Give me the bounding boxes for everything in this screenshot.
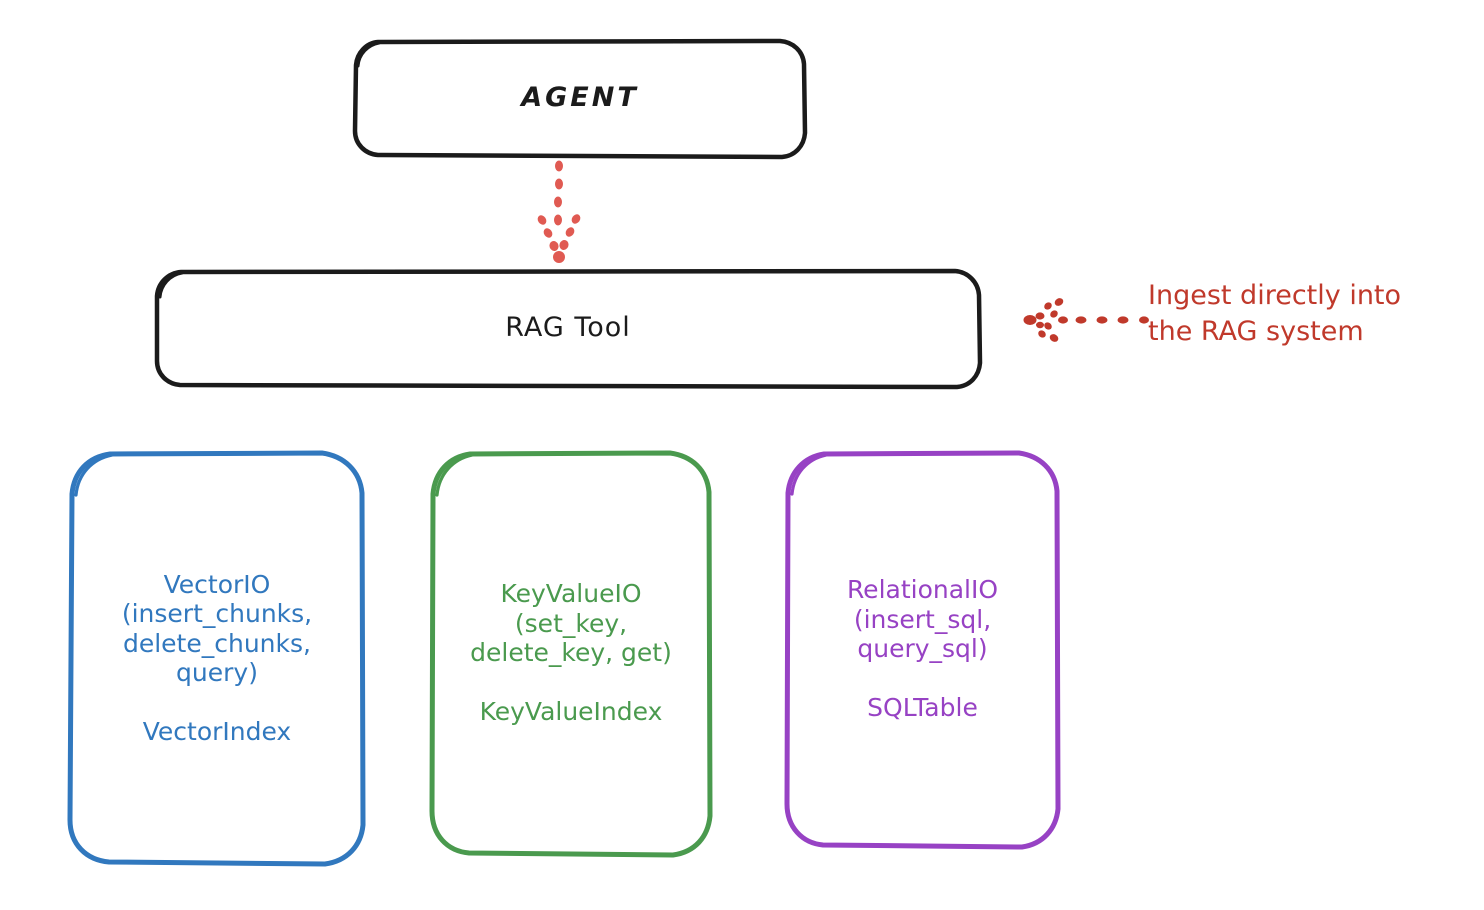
rag-tool-label: RAG Tool bbox=[505, 312, 631, 344]
agent-box-outline bbox=[352, 38, 808, 160]
vector-io-label: VectorIO (insert_chunks, delete_chunks, … bbox=[121, 569, 313, 747]
node-key-value-io[interactable]: KeyValueIO (set_key, delete_key, get) Ke… bbox=[428, 448, 714, 858]
key-value-io-box-outline bbox=[429, 450, 713, 858]
connector-agent-to-rag-tool bbox=[537, 160, 581, 263]
relational-io-label: RelationalIO (insert_sql, query_sql) SQL… bbox=[846, 575, 999, 723]
node-relational-io[interactable]: RelationalIO (insert_sql, query_sql) SQL… bbox=[783, 448, 1062, 850]
relational-io-box-outline bbox=[784, 450, 1061, 850]
node-rag-tool[interactable]: RAG Tool bbox=[153, 268, 983, 390]
annotation-ingest-note: Ingest directly into the RAG system bbox=[1148, 280, 1402, 347]
connector-ingest-arrow bbox=[1023, 298, 1149, 342]
node-agent[interactable]: AGENT bbox=[352, 38, 808, 160]
key-value-io-label: KeyValueIO (set_key, delete_key, get) Ke… bbox=[470, 579, 672, 727]
vector-io-box-outline bbox=[67, 450, 366, 867]
rag-tool-box-outline bbox=[154, 268, 983, 390]
agent-label: AGENT bbox=[521, 82, 639, 114]
node-vector-io[interactable]: VectorIO (insert_chunks, delete_chunks, … bbox=[66, 448, 368, 868]
